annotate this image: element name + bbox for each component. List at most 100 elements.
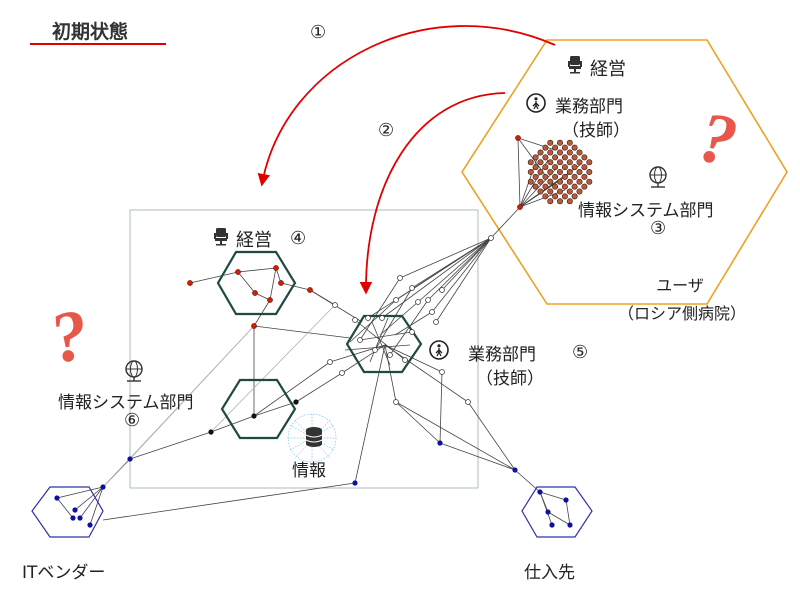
step-4-label: ④ (290, 228, 307, 249)
user-name-label-line1: ユーザ (656, 276, 704, 295)
database-icon (305, 427, 323, 447)
user-node (566, 159, 573, 166)
user-node (552, 164, 559, 171)
user-is-label: 情報システム部門 (578, 201, 714, 221)
user-node (542, 154, 549, 161)
it-vendor-label: ITベンダー (22, 563, 106, 583)
user-node (576, 169, 583, 176)
user-node (532, 173, 539, 180)
step-6-label: ⑥ (124, 410, 141, 431)
user-node (542, 144, 549, 151)
user-node (561, 154, 568, 161)
user-node (527, 178, 534, 185)
user-node (586, 159, 593, 166)
user-node (576, 159, 583, 166)
user-node (586, 178, 593, 185)
user-node (581, 173, 588, 180)
globe-network-icon (125, 360, 143, 382)
user-node (556, 169, 563, 176)
user-node (566, 169, 573, 176)
user-node (552, 173, 559, 180)
user-node (571, 183, 578, 190)
user-node (571, 144, 578, 151)
user-node (552, 154, 559, 161)
user-node-cluster (527, 139, 593, 205)
user-node (571, 173, 578, 180)
it-vendor-hexagon (31, 486, 104, 538)
biz-label-line1: 業務部門 (468, 345, 536, 365)
step-5-label: ⑤ (572, 342, 589, 363)
user-node (566, 188, 573, 195)
user-node (552, 183, 559, 190)
main-area-box (129, 209, 479, 489)
user-node (537, 159, 544, 166)
user-node (556, 188, 563, 195)
office-chair-icon (568, 56, 582, 74)
user-node (547, 149, 554, 156)
user-node (556, 149, 563, 156)
person-icon (526, 93, 546, 113)
user-biz-label-line2: （技師） (562, 121, 630, 141)
user-node (571, 154, 578, 161)
external-nodes (54, 440, 573, 528)
user-hexagon (461, 39, 788, 305)
user-node (552, 144, 559, 151)
user-node (547, 188, 554, 195)
user-node (547, 139, 554, 146)
user-node (537, 169, 544, 176)
mgmt-label: 経営 (236, 230, 272, 251)
person-icon (429, 340, 449, 360)
user-node (556, 198, 563, 205)
step-3-label: ③ (650, 218, 667, 239)
user-node (561, 173, 568, 180)
arrow-step-2 (359, 92, 506, 295)
user-node (537, 178, 544, 185)
user-node (561, 183, 568, 190)
user-node (527, 159, 534, 166)
user-node (556, 139, 563, 146)
user-node (576, 149, 583, 156)
user-mgmt-label: 経営 (590, 59, 626, 80)
user-node (552, 193, 559, 200)
user-node (542, 164, 549, 171)
user-node (581, 183, 588, 190)
user-node (556, 159, 563, 166)
arrow-step-1 (257, 25, 556, 187)
user-node (556, 178, 563, 185)
user-node (586, 169, 593, 176)
user-node (561, 144, 568, 151)
user-node (532, 164, 539, 171)
user-node (566, 198, 573, 205)
user-node (576, 188, 583, 195)
user-node (547, 178, 554, 185)
user-node (561, 164, 568, 171)
user-node (571, 193, 578, 200)
biz-nodes (327, 235, 494, 405)
user-biz-label-line1: 業務部門 (555, 97, 623, 117)
is-hexagon (220, 378, 297, 440)
biz-hexagon (345, 314, 423, 374)
user-node (547, 198, 554, 205)
step-2-label: ② (378, 120, 395, 141)
title-underline (30, 43, 166, 45)
user-node (527, 169, 534, 176)
user-node (547, 169, 554, 176)
office-chair-icon (214, 228, 228, 246)
user-node (547, 159, 554, 166)
user-node (537, 188, 544, 195)
user-node (566, 149, 573, 156)
user-node (566, 139, 573, 146)
user-node (542, 173, 549, 180)
info-label: 情報 (292, 461, 326, 481)
user-node (581, 154, 588, 161)
user-node (542, 183, 549, 190)
page-title: 初期状態 (52, 21, 129, 43)
user-node (581, 164, 588, 171)
supplier-label: 仕入先 (524, 563, 575, 583)
user-node (537, 149, 544, 156)
supplier-hexagon (521, 486, 593, 538)
user-node (571, 164, 578, 171)
mgmt-nodes (187, 135, 523, 329)
is-nodes (208, 399, 299, 435)
